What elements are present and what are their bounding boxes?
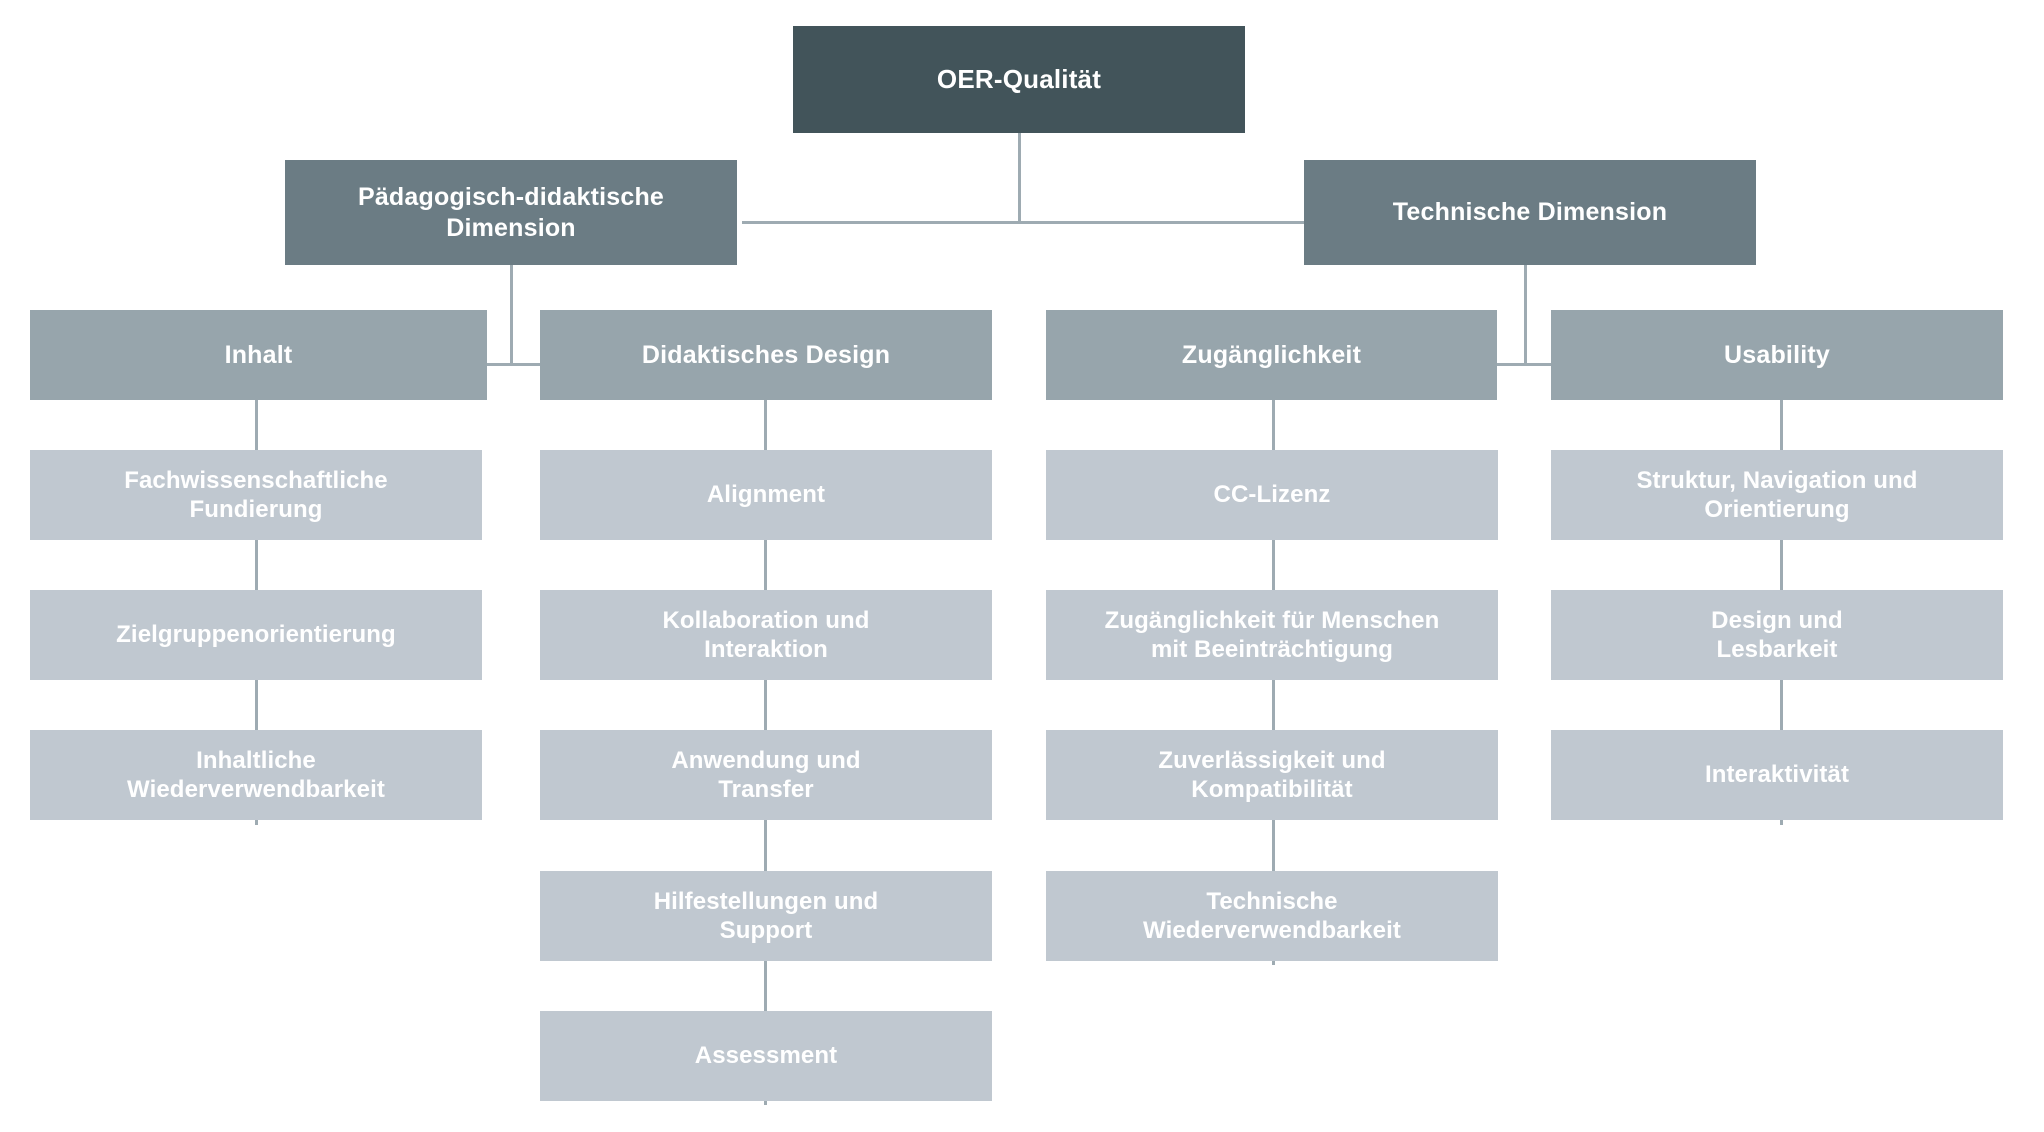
node-label: Hilfestellungen und Support — [653, 887, 879, 944]
node-leaf-technische-wiederverwendbarkeit[interactable]: Technische Wiederverwendbarkeit — [1046, 871, 1498, 961]
node-label: Anwendung und Transfer — [671, 746, 861, 803]
node-root-oer-qualitaet[interactable]: OER-Qualität — [793, 26, 1245, 133]
node-leaf-assessment[interactable]: Assessment — [540, 1011, 992, 1101]
node-label: Zuverlässigkeit und Kompatibilität — [1158, 746, 1386, 803]
node-label: Zugänglichkeit — [1181, 340, 1362, 369]
node-category-zugaenglichkeit[interactable]: Zugänglichkeit — [1046, 310, 1497, 400]
node-leaf-zuverlaessigkeit-und-kompatibilitaet[interactable]: Zuverlässigkeit und Kompatibilität — [1046, 730, 1498, 820]
node-dimension-paedagogisch-didaktisch[interactable]: Pädagogisch-didaktische Dimension — [285, 160, 737, 265]
node-label: Inhaltliche Wiederverwendbarkeit — [127, 746, 385, 803]
node-label: Assessment — [694, 1042, 838, 1070]
node-leaf-alignment[interactable]: Alignment — [540, 450, 992, 540]
node-label: Zielgruppenorientierung — [116, 621, 396, 649]
node-label: Interaktivität — [1704, 761, 1850, 789]
node-leaf-anwendung-und-transfer[interactable]: Anwendung und Transfer — [540, 730, 992, 820]
node-leaf-kollaboration-und-interaktion[interactable]: Kollaboration und Interaktion — [540, 590, 992, 680]
node-leaf-zugaenglichkeit-beeintraechtigung[interactable]: Zugänglichkeit für Menschen mit Beeinträ… — [1046, 590, 1498, 680]
node-leaf-cc-lizenz[interactable]: CC-Lizenz — [1046, 450, 1498, 540]
node-label: Pädagogisch-didaktische Dimension — [357, 183, 665, 242]
node-dimension-technisch[interactable]: Technische Dimension — [1304, 160, 1756, 265]
connector-column-zugaenglichkeit — [1272, 400, 1275, 965]
node-label: Usability — [1724, 340, 1830, 369]
connector-pedagogic-stem — [510, 265, 513, 365]
connector-dimensions-bar — [742, 221, 1308, 224]
node-label: CC-Lizenz — [1213, 481, 1331, 509]
connector-pedagogic-children-bar — [487, 363, 543, 366]
node-label: OER-Qualität — [936, 63, 1102, 94]
node-label: Inhalt — [224, 340, 293, 369]
node-leaf-struktur-navigation-orientierung[interactable]: Struktur, Navigation und Orientierung — [1551, 450, 2003, 540]
node-label: Kollaboration und Interaktion — [662, 606, 870, 663]
node-label: Technische Wiederverwendbarkeit — [1143, 887, 1401, 944]
node-label: Technische Dimension — [1392, 198, 1668, 227]
connector-technical-stem — [1524, 265, 1527, 365]
connector-technical-children-bar — [1497, 363, 1553, 366]
node-leaf-hilfestellungen-und-support[interactable]: Hilfestellungen und Support — [540, 871, 992, 961]
node-leaf-design-und-lesbarkeit[interactable]: Design und Lesbarkeit — [1551, 590, 2003, 680]
node-category-inhalt[interactable]: Inhalt — [30, 310, 487, 400]
node-label: Struktur, Navigation und Orientierung — [1636, 466, 1918, 523]
node-label: Zugänglichkeit für Menschen mit Beeinträ… — [1104, 606, 1440, 663]
node-label: Design und Lesbarkeit — [1711, 606, 1843, 663]
node-category-didaktisches-design[interactable]: Didaktisches Design — [540, 310, 992, 400]
node-leaf-interaktivitaet[interactable]: Interaktivität — [1551, 730, 2003, 820]
node-leaf-fachwissenschaftliche-fundierung[interactable]: Fachwissenschaftliche Fundierung — [30, 450, 482, 540]
node-label: Alignment — [706, 481, 826, 509]
node-label: Didaktisches Design — [641, 340, 891, 369]
node-category-usability[interactable]: Usability — [1551, 310, 2003, 400]
node-label: Fachwissenschaftliche Fundierung — [124, 466, 388, 523]
node-leaf-zielgruppenorientierung[interactable]: Zielgruppenorientierung — [30, 590, 482, 680]
node-leaf-inhaltliche-wiederverwendbarkeit[interactable]: Inhaltliche Wiederverwendbarkeit — [30, 730, 482, 820]
connector-root-stem — [1018, 133, 1021, 223]
